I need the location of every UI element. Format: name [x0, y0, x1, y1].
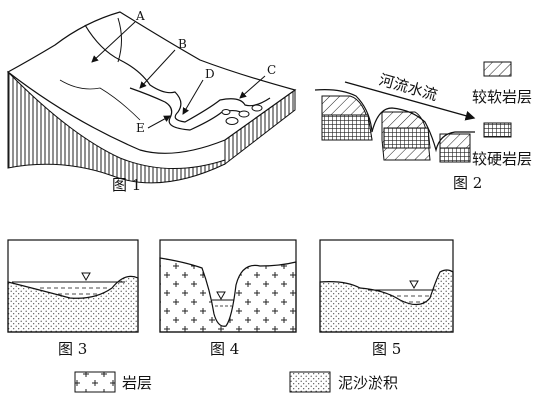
label-b: B — [178, 37, 187, 51]
tributary — [117, 17, 122, 63]
hard-layer-lower — [439, 147, 471, 163]
label-e-arrow — [147, 115, 171, 129]
label-c-arrow — [239, 75, 266, 99]
rock-legend-label: 岩层 — [122, 374, 152, 392]
figure5-caption: 图 5 — [372, 340, 401, 358]
sediment-swatch — [289, 371, 331, 393]
label-a: A — [135, 9, 145, 23]
river-channel — [84, 24, 271, 123]
soft-layer-legend: 较软岩层 — [472, 88, 532, 106]
label-b-arrow — [139, 49, 176, 89]
sandbar — [221, 109, 231, 115]
figure1-caption: 图 1 — [112, 176, 141, 194]
figure3-river-cross-section: 图 3 — [7, 239, 139, 358]
figure2-waterfall: 河流水流 较软岩层 较硬岩层 图 2 — [314, 61, 532, 192]
hard-layer-middle — [383, 127, 431, 149]
block-top-surface — [6, 11, 297, 154]
rock-swatch — [74, 371, 116, 393]
flow-direction-arrow — [344, 81, 476, 121]
water-level-icon — [216, 291, 226, 301]
figure3-caption: 图 3 — [58, 340, 87, 358]
sandbar — [225, 117, 239, 125]
label-d: D — [205, 67, 215, 81]
figure3-sediment — [7, 275, 139, 333]
figure2-caption: 图 2 — [453, 174, 482, 192]
sandbar — [251, 104, 263, 112]
figure4-canyon-cross-section: 图 4 — [159, 239, 297, 358]
figure4-rock — [159, 257, 297, 333]
figure4-caption: 图 4 — [210, 340, 239, 358]
figure1-block-diagram: A B C D E 图 1 — [6, 9, 297, 194]
figure5-river-cross-section: 图 5 — [319, 239, 454, 358]
soft-layer-swatch — [483, 61, 512, 77]
label-c: C — [267, 63, 276, 77]
valley-ridge — [59, 79, 141, 121]
river-surface — [314, 89, 475, 153]
label-d-arrow — [182, 79, 204, 115]
sandbar — [238, 110, 250, 118]
label-e: E — [136, 121, 145, 135]
figure5-sediment — [319, 269, 454, 333]
label-a-arrow — [91, 21, 136, 63]
hard-layer-swatch — [483, 122, 512, 138]
bottom-legend: 岩层 泥沙淤积 — [74, 371, 398, 393]
water-level-icon — [81, 272, 91, 282]
hard-layer-upper — [321, 114, 373, 141]
water-level-icon — [409, 280, 419, 290]
sediment-legend-label: 泥沙淤积 — [338, 374, 398, 392]
hard-layer-legend: 较硬岩层 — [472, 150, 532, 168]
